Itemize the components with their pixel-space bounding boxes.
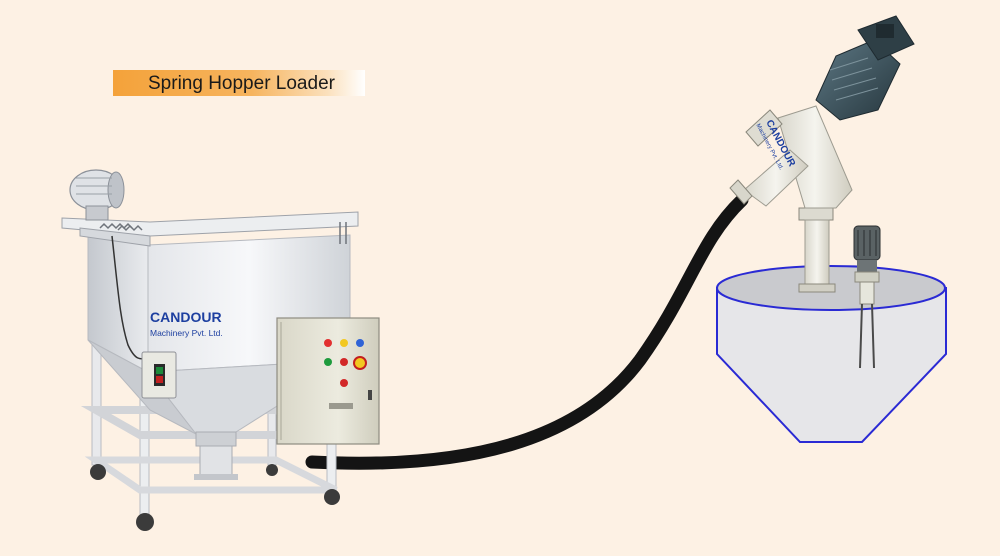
switch-box <box>141 351 177 399</box>
conveyor-head: CANDOUR Machinery Pvt. Ltd. <box>729 15 915 369</box>
flexible-hose <box>305 193 749 470</box>
indicator-red-lamp <box>324 339 332 347</box>
page-title: Spring Hopper Loader <box>148 73 335 94</box>
title-banner <box>113 70 365 96</box>
stop-button-red <box>340 358 348 366</box>
emergency-stop <box>353 356 367 370</box>
start-button-green <box>324 358 332 366</box>
hopper-brand-name: CANDOUR <box>150 309 222 325</box>
hopper-loader: CANDOUR Machinery Pvt. Ltd. <box>61 169 380 531</box>
control-panel <box>276 317 380 445</box>
indicator-blue-lamp <box>356 339 364 347</box>
hopper-brand-subtitle: Machinery Pvt. Ltd. <box>150 328 223 338</box>
indicator-yellow-lamp <box>340 339 348 347</box>
level-sensor <box>853 225 881 369</box>
drive-motor <box>815 15 915 121</box>
